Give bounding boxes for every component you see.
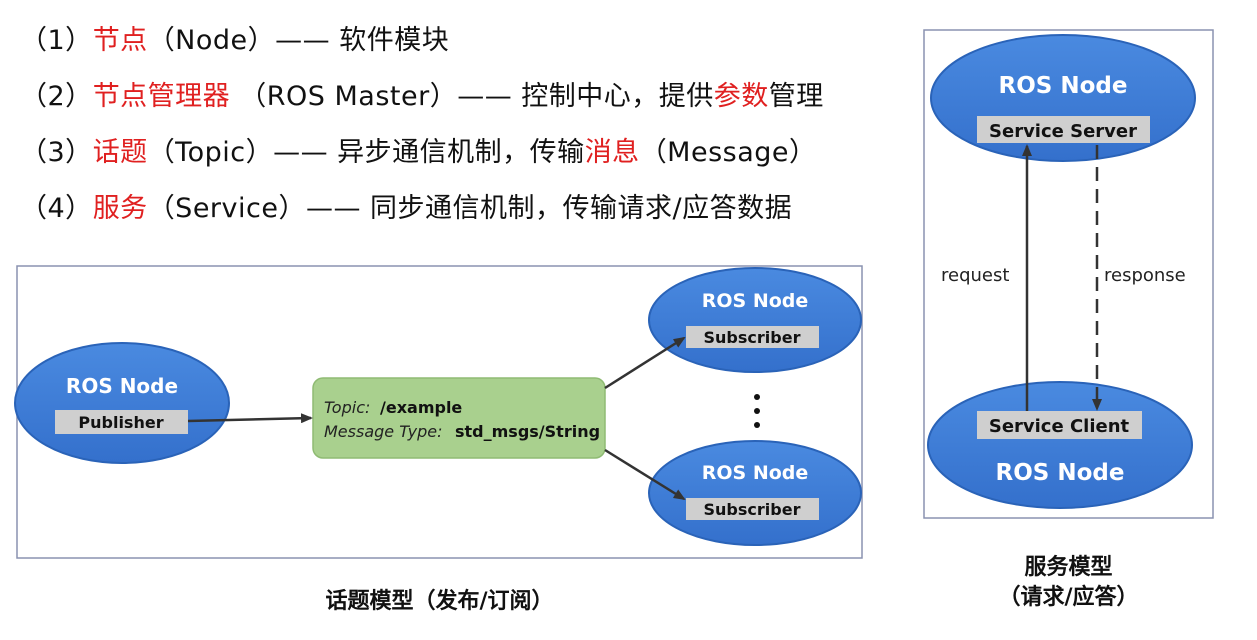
response-label: response (1104, 265, 1186, 286)
list-description: （Node）—— 软件模块 (147, 25, 450, 56)
publisher-role-box (55, 410, 188, 434)
publisher-to-topic-arrow (187, 413, 313, 424)
term-ros-master: 节点管理器 (92, 81, 231, 112)
subscriber-1-role-box (686, 326, 819, 348)
subscriber-1-role-label: Subscriber (704, 328, 801, 347)
list-number: （4） (20, 193, 93, 224)
list-item-4: （4）服务（Service）—— 同步通信机制，传输请求/应答数据 (20, 186, 792, 225)
topic-value: /example (380, 398, 462, 417)
service-client-role-label: Service Client (989, 416, 1130, 437)
subscriber-node-1-label: ROS Node (702, 290, 809, 312)
topic-to-subscriber-2-arrow (604, 448, 686, 501)
subscriber-2-role-label: Subscriber (704, 500, 801, 519)
list-item-1: （1）节点（Node）—— 软件模块 (20, 18, 449, 57)
publisher-node: ROS Node Publisher (14, 342, 230, 464)
list-number: （1） (20, 25, 93, 56)
service-server-node: ROS Node Service Server (930, 34, 1196, 162)
message-type-key: Message Type: (324, 422, 442, 441)
term-topic: 话题 (92, 137, 148, 168)
term-service: 服务 (92, 193, 148, 224)
service-server-node-label: ROS Node (999, 73, 1128, 99)
term-message: 消息 (584, 137, 640, 168)
list-description-tail: （Message） (639, 137, 817, 168)
publisher-node-label: ROS Node (66, 374, 178, 398)
subscriber-node-2-label: ROS Node (702, 462, 809, 484)
topic-box: Topic: /example Message Type: std_msgs/S… (312, 377, 606, 459)
request-label: request (941, 265, 1009, 286)
list-description: （Topic）—— 异步通信机制，传输 (147, 137, 585, 168)
publisher-role-label: Publisher (78, 413, 163, 432)
term-parameter: 参数 (713, 81, 769, 112)
service-client-node-label: ROS Node (996, 460, 1125, 486)
list-number: （2） (20, 81, 93, 112)
topic-key: Topic: (324, 398, 370, 417)
list-number: （3） (20, 137, 93, 168)
ellipsis-dots (754, 394, 760, 428)
term-node: 节点 (92, 25, 148, 56)
list-item-3: （3）话题（Topic）—— 异步通信机制，传输消息（Message） (20, 130, 817, 169)
service-model-caption: 服务模型 （请求/应答） (924, 553, 1213, 613)
subscriber-node-1: ROS Node Subscriber (648, 267, 862, 373)
service-server-role-label: Service Server (989, 121, 1137, 142)
service-client-node: Service Client ROS Node (927, 381, 1193, 509)
service-model-caption-line-2: （请求/应答） (998, 585, 1139, 610)
list-description-tail: 管理 (768, 81, 824, 112)
service-server-role-box (977, 116, 1150, 143)
message-type-value: std_msgs/String (455, 422, 600, 441)
subscriber-2-role-box (686, 498, 819, 520)
topic-to-subscriber-1-arrow (604, 336, 686, 390)
service-client-role-box (977, 411, 1142, 439)
subscriber-node-2: ROS Node Subscriber (648, 440, 862, 546)
service-model-caption-line-1: 服务模型 (1024, 555, 1113, 580)
list-description: （Service）—— 同步通信机制，传输请求/应答数据 (147, 193, 793, 224)
list-description: （ROS Master）—— 控制中心，提供 (230, 81, 714, 112)
topic-model-caption: 话题模型（发布/订阅） (325, 589, 554, 614)
list-item-2: （2）节点管理器 （ROS Master）—— 控制中心，提供参数管理 (20, 74, 824, 113)
